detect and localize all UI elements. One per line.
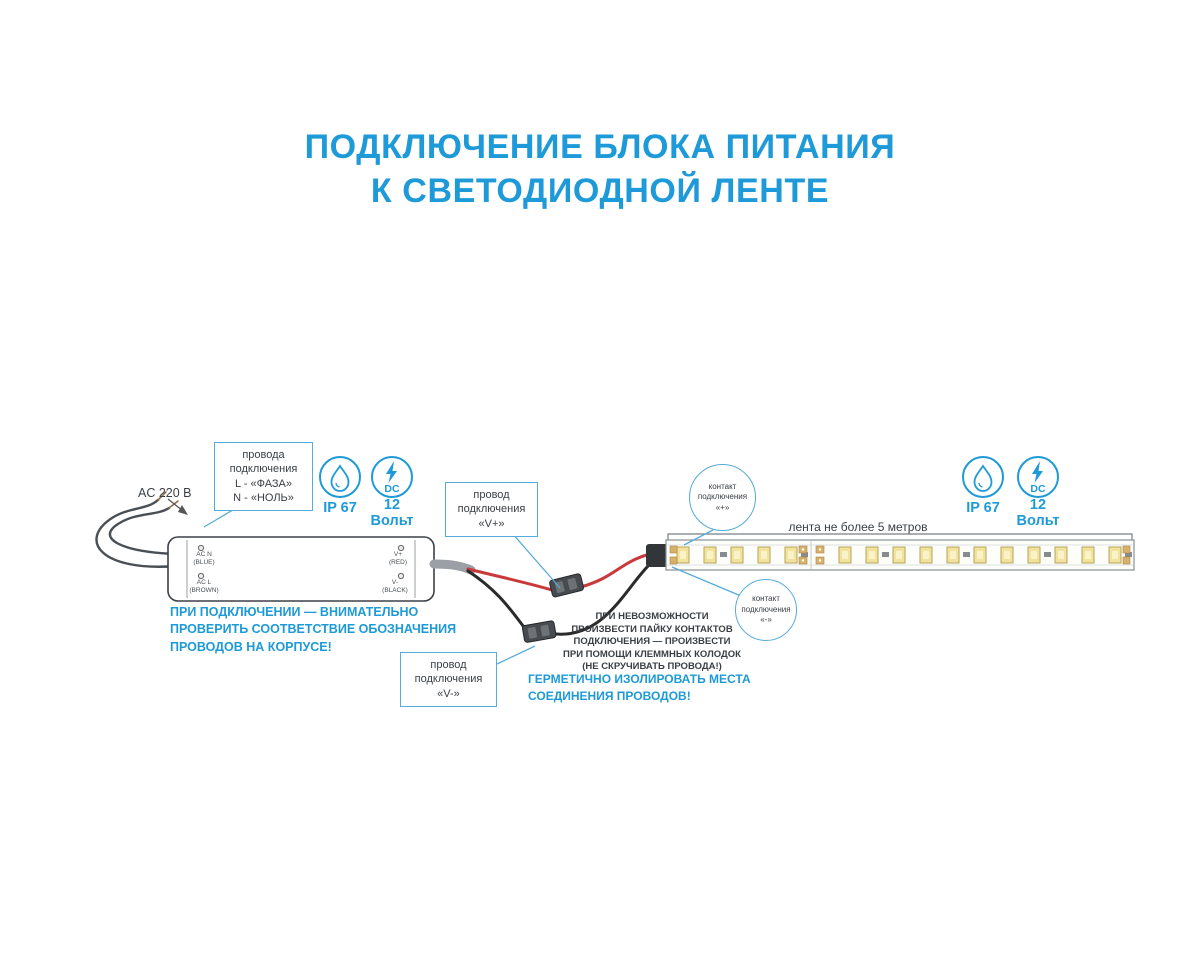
psu-terminal-acl: AC L (BROWN): [189, 579, 219, 594]
led-cells: [676, 546, 1132, 564]
psu-terminal-vplus: V+ (RED): [388, 551, 408, 566]
callout-contact-plus: контакт подключения «+»: [689, 464, 756, 531]
solder-pads: [669, 545, 1131, 565]
psu-screw: [197, 544, 205, 552]
terminal-block-vminus: [521, 620, 557, 643]
callout-v-plus: провод подключения «V+»: [445, 482, 538, 537]
strip-end-cap: [646, 544, 668, 567]
strip-length-bracket: [667, 533, 1133, 541]
output-wires: [429, 552, 654, 636]
psu-screw: [397, 572, 405, 580]
ip67-label-right: IP 67: [966, 500, 1000, 516]
dc-bolt-icon: DC: [1016, 455, 1060, 499]
callout-contact-minus: контакт подключения «-»: [735, 579, 797, 641]
psu-screw: [397, 544, 405, 552]
label-ac-220: AC 220 В: [138, 486, 192, 500]
ip67-drop-icon: [961, 455, 1005, 499]
label-strip-length: лента не более 5 метров: [788, 520, 928, 534]
note-psu-check: ПРИ ПОДКЛЮЧЕНИИ — ВНИМАТЕЛЬНО ПРОВЕРИТЬ …: [170, 605, 457, 654]
ac-input-wires: [95, 491, 179, 568]
wire-v-minus: [466, 569, 529, 633]
callout-v-minus: провод подключения «V-»: [400, 652, 497, 707]
note-solder: ПРИ НЕВОЗМОЖНОСТИ ПРОИЗВЕСТИ ПАЙКУ КОНТА…: [563, 611, 741, 673]
voltage-label-left: 12 Вольт: [370, 497, 414, 529]
psu-screw: [197, 572, 205, 580]
psu-terminal-vminus: V- (BLACK): [382, 579, 408, 594]
title-line-2: К СВЕТОДИОДНОЙ ЛЕНТЕ: [370, 171, 830, 210]
callout-input-wires: провода подключения L - «ФАЗА» N - «НОЛЬ…: [214, 442, 313, 512]
dc-icon-text: DC: [384, 483, 400, 495]
note-seal: ГЕРМЕТИЧНО ИЗОЛИРОВАТЬ МЕСТА СОЕДИНЕНИЯ …: [528, 672, 751, 703]
dc-bolt-icon: DC: [370, 455, 414, 499]
voltage-label-right: 12 Вольт: [1016, 497, 1060, 529]
ac-label-arrow: [167, 498, 188, 515]
wire-v-plus: [466, 567, 554, 592]
psu-body: [167, 536, 435, 602]
psu-terminal-acn: AC N (BLUE): [193, 551, 215, 566]
ip67-label-left: IP 67: [323, 500, 357, 516]
callout-pointer-lines: [203, 503, 742, 665]
ip67-drop-icon: [318, 455, 362, 499]
title-line-1: ПОДКЛЮЧЕНИЕ БЛОКА ПИТАНИЯ: [304, 128, 896, 166]
led-strip: [665, 539, 1135, 571]
dc-icon-text: DC: [1030, 483, 1046, 495]
terminal-block-vplus: [549, 573, 585, 598]
page-title: ПОДКЛЮЧЕНИЕ БЛОКА ПИТАНИЯ К СВЕТОДИОДНОЙ…: [0, 126, 1200, 213]
